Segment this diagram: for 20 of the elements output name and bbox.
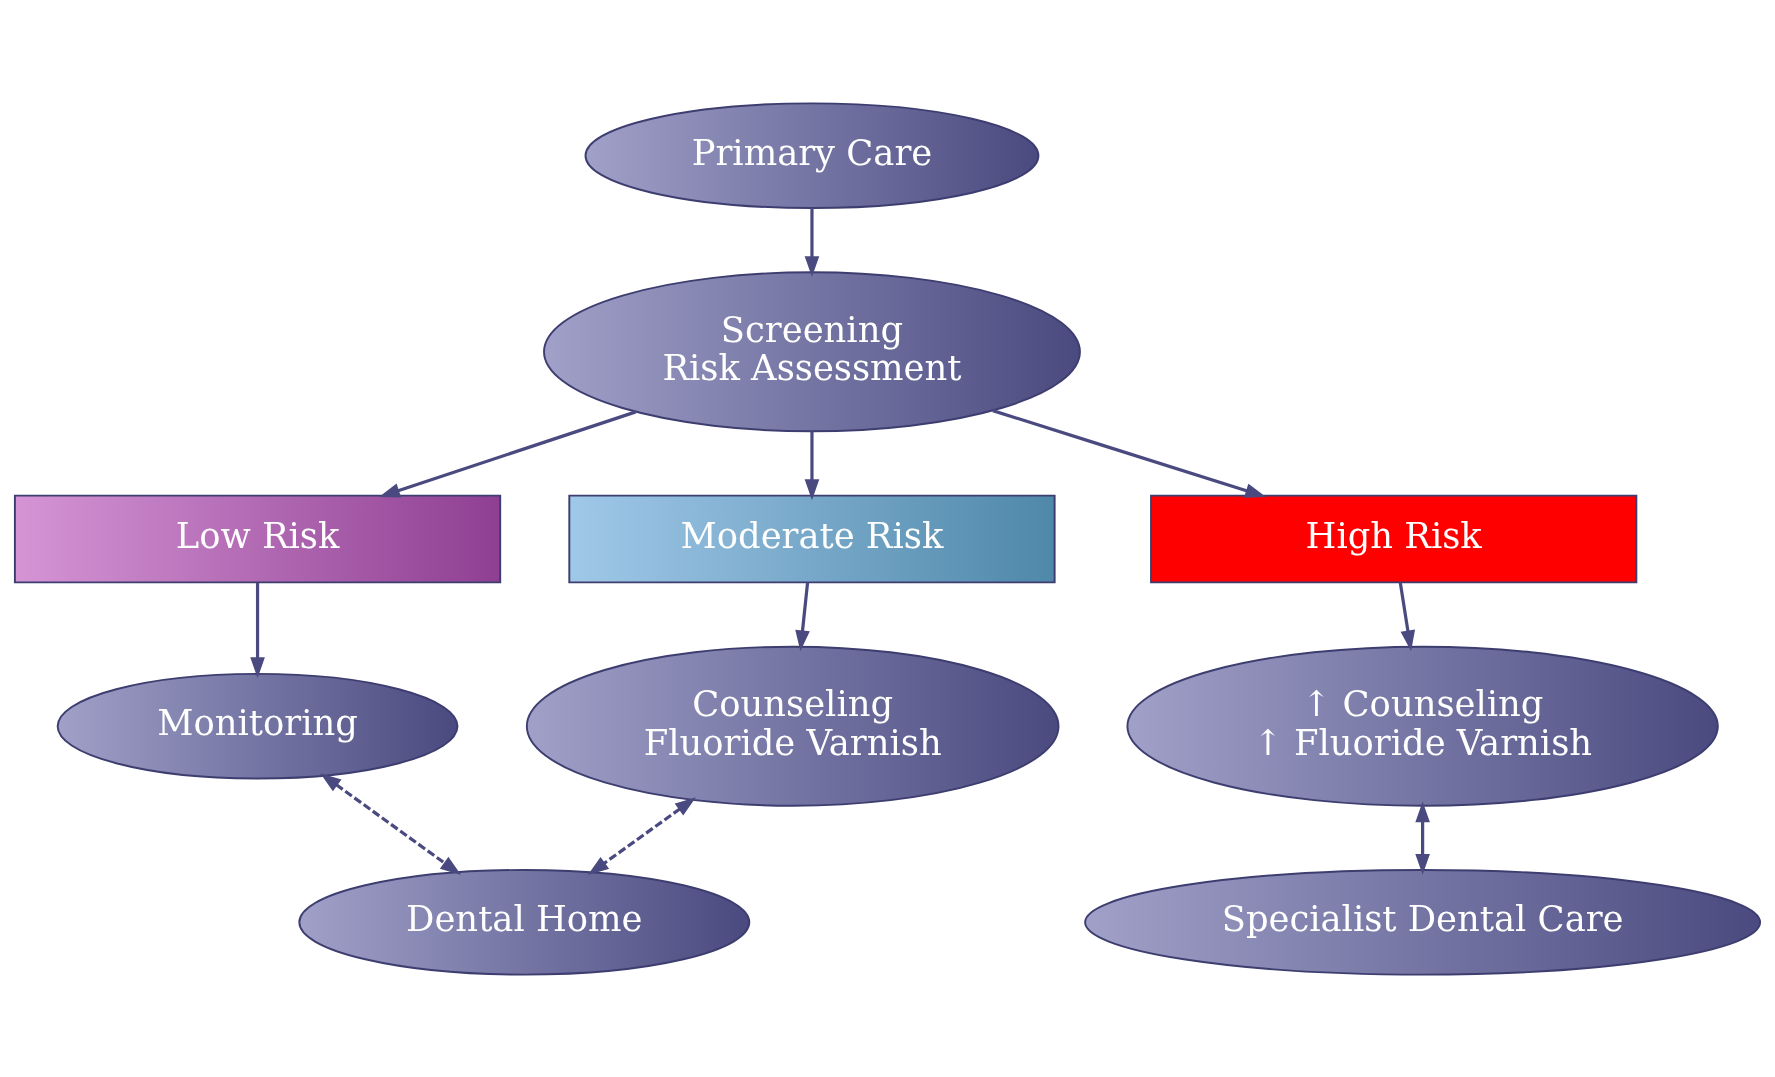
arrow [379, 409, 637, 497]
node-ellipse: Monitoring [56, 672, 459, 779]
node-box: Moderate Risk [568, 494, 1056, 583]
node-ellipse: ↑ Counseling ↑ Fluoride Varnish [1126, 645, 1719, 807]
arrow [320, 772, 462, 875]
node-ellipse: Dental Home [298, 868, 751, 976]
arrow [992, 408, 1267, 498]
node-ellipse: Primary Care [584, 101, 1040, 209]
arrow [804, 430, 820, 500]
node-ellipse: Counseling Fluoride Varnish [525, 645, 1060, 807]
arrow [1398, 582, 1416, 651]
arrow [250, 582, 265, 678]
arrow [587, 796, 696, 875]
node-box: High Risk [1150, 494, 1638, 583]
arrow [795, 582, 810, 651]
node-ellipse: Specialist Dental Care [1084, 868, 1762, 976]
node-box: Low Risk [13, 494, 502, 583]
arrow [804, 207, 820, 277]
arrow [1415, 800, 1430, 875]
node-ellipse: Screening Risk Assessment [543, 270, 1081, 432]
